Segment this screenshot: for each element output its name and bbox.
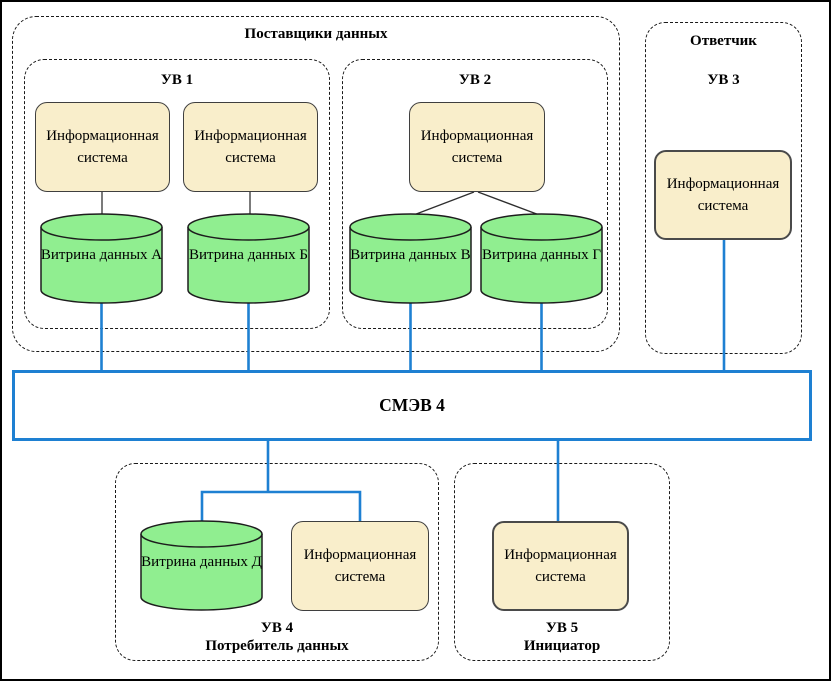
uv5-group: УВ 5 Инициатор bbox=[454, 463, 670, 661]
uv1-group-title: УВ 1 bbox=[160, 72, 194, 88]
datamart-d-label: Витрина данных Д bbox=[141, 554, 262, 570]
cylinder-shape bbox=[140, 520, 263, 611]
datamart-v-label: Витрина данных В bbox=[350, 247, 471, 263]
uv4-group-labels: УВ 4 Потребитель данных bbox=[116, 619, 438, 655]
uv2-group: УВ 2 bbox=[342, 59, 608, 329]
uv2-group-title: УВ 2 bbox=[458, 72, 492, 88]
datamart-v-cylinder: Витрина данных В bbox=[349, 213, 472, 305]
providers-group-title: Поставщики данных bbox=[244, 26, 388, 42]
uv4-group-title: УВ 4 bbox=[260, 620, 294, 636]
info-system-box-uv5: Информационная система bbox=[492, 521, 629, 611]
cylinder-shape bbox=[40, 213, 163, 304]
responder-group-title: Ответчик bbox=[690, 33, 757, 49]
uv4-group-role: Потребитель данных bbox=[205, 638, 349, 654]
datamart-g-cylinder: Витрина данных Г bbox=[480, 213, 603, 305]
info-system-box-uv1-a: Информационная система bbox=[35, 102, 170, 192]
datamart-b-cylinder: Витрина данных Б bbox=[187, 213, 310, 305]
datamart-a-cylinder: Витрина данных А bbox=[40, 213, 163, 305]
uv5-group-title: УВ 5 bbox=[545, 620, 579, 636]
cylinder-shape bbox=[187, 213, 310, 304]
info-system-box-uv1-b: Информационная система bbox=[183, 102, 318, 192]
info-system-box-uv3: Информационная система bbox=[654, 150, 792, 240]
datamart-d-cylinder: Витрина данных Д bbox=[140, 520, 263, 612]
uv5-group-labels: УВ 5 Инициатор bbox=[455, 619, 669, 655]
datamart-b-label: Витрина данных Б bbox=[188, 247, 309, 263]
info-system-box-uv4: Информационная система bbox=[291, 521, 429, 611]
smev4-bus-label: СМЭВ 4 bbox=[379, 395, 445, 415]
info-system-box-uv2: Информационная система bbox=[409, 102, 545, 192]
uv3-group-title: УВ 3 bbox=[707, 72, 740, 88]
cylinder-shape bbox=[480, 213, 603, 304]
smev4-bus: СМЭВ 4 bbox=[12, 370, 812, 441]
uv1-group: УВ 1 bbox=[24, 59, 330, 329]
datamart-g-label: Витрина данных Г bbox=[481, 247, 602, 263]
datamart-a-label: Витрина данных А bbox=[40, 247, 163, 263]
cylinder-shape bbox=[349, 213, 472, 304]
providers-group: Поставщики данных bbox=[12, 16, 620, 352]
uv5-group-role: Инициатор bbox=[523, 638, 601, 654]
